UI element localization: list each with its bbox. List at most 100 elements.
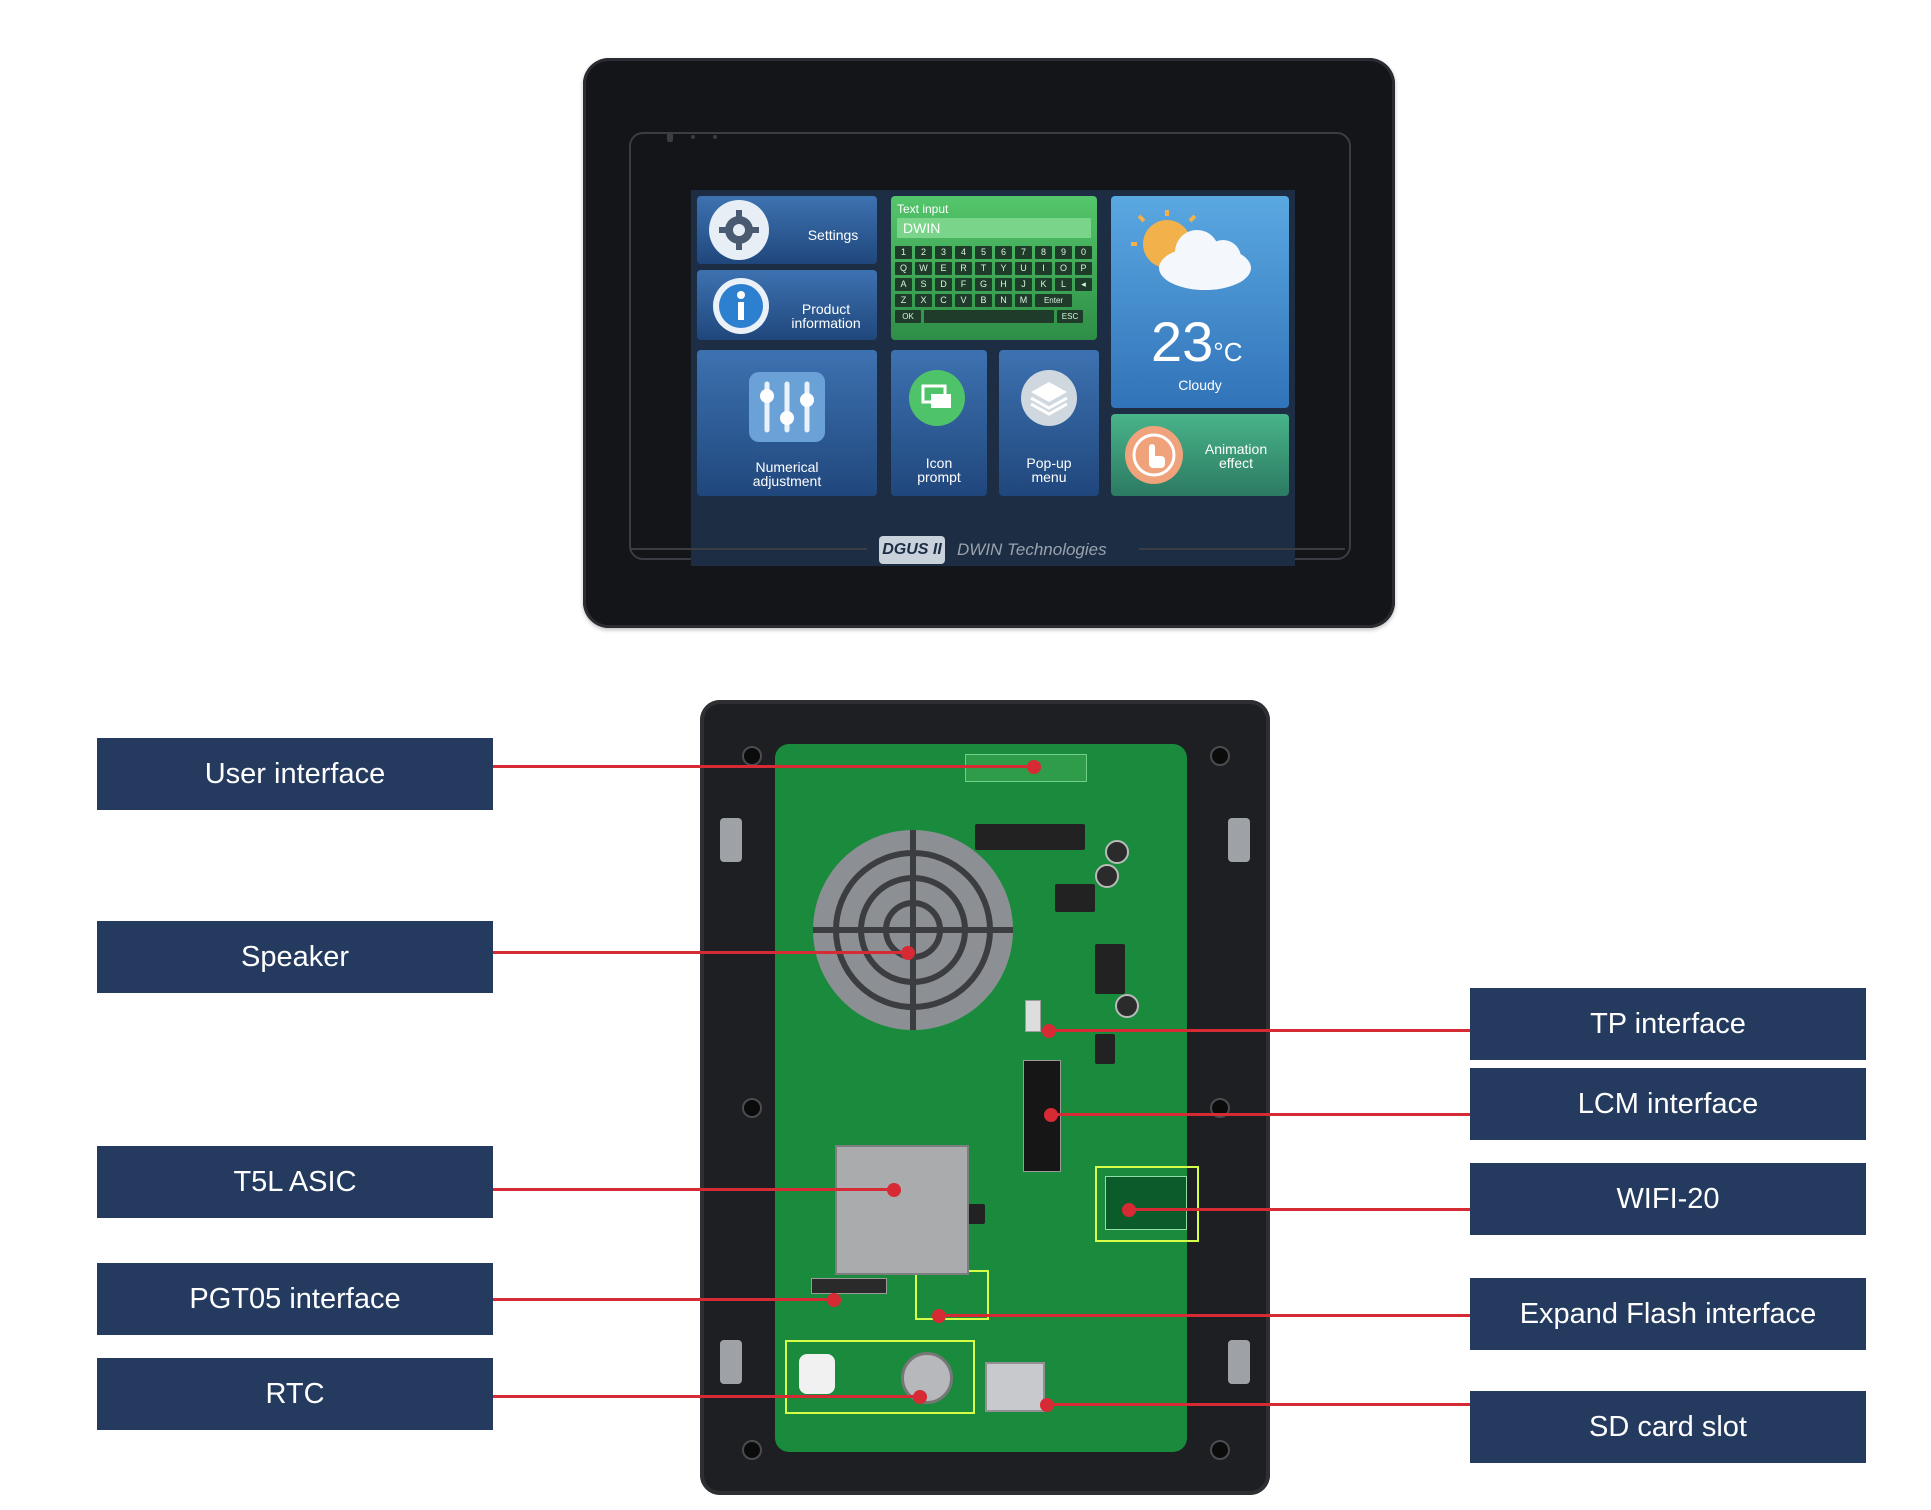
chip <box>965 1204 985 1224</box>
space-key[interactable] <box>924 310 1054 323</box>
key-m[interactable]: M <box>1015 294 1032 307</box>
dot-t5l-asic <box>887 1183 901 1197</box>
label-sd-card-slot: SD card slot <box>1470 1391 1866 1463</box>
key-k[interactable]: K <box>1035 278 1052 291</box>
key-q[interactable]: Q <box>895 262 912 275</box>
leader-speaker <box>493 951 907 954</box>
bezel-underline-left <box>631 548 867 550</box>
key-o[interactable]: O <box>1055 262 1072 275</box>
dot-lcm-interface <box>1044 1108 1058 1122</box>
coin-battery <box>901 1352 953 1404</box>
tp-connector <box>1025 1000 1041 1032</box>
key-d[interactable]: D <box>935 278 952 291</box>
text-input-value: DWIN <box>903 220 941 236</box>
key-b[interactable]: B <box>975 294 992 307</box>
label-t5l-asic: T5L ASIC <box>97 1146 493 1218</box>
backspace-key[interactable]: ◂ <box>1075 278 1092 291</box>
key-h[interactable]: H <box>995 278 1012 291</box>
key-g[interactable]: G <box>975 278 992 291</box>
key-3[interactable]: 3 <box>935 246 952 259</box>
mount-bracket <box>1228 1340 1250 1384</box>
key-u[interactable]: U <box>1015 262 1032 275</box>
battery-connector <box>799 1354 835 1394</box>
leader-expand-flash-interface <box>938 1314 1470 1317</box>
dot-user-interface <box>1027 760 1041 774</box>
capacitor <box>1105 840 1129 864</box>
key-8[interactable]: 8 <box>1035 246 1052 259</box>
animation-effect-tile[interactable]: Animation effect <box>1111 414 1289 496</box>
settings-tile[interactable]: Settings <box>697 196 877 264</box>
label-tp-interface: TP interface <box>1470 988 1866 1060</box>
sun-cloud-icon <box>1131 210 1251 290</box>
key-x[interactable]: X <box>915 294 932 307</box>
key-l[interactable]: L <box>1055 278 1072 291</box>
label-wifi-20: WIFI-20 <box>1470 1163 1866 1235</box>
key-1[interactable]: 1 <box>895 246 912 259</box>
sd-card-slot <box>985 1362 1045 1412</box>
popup-menu-tile[interactable]: Pop-up menu <box>999 350 1099 496</box>
key-s[interactable]: S <box>915 278 932 291</box>
product-info-tile[interactable]: Product information <box>697 270 877 340</box>
key-j[interactable]: J <box>1015 278 1032 291</box>
key-2[interactable]: 2 <box>915 246 932 259</box>
device-back <box>700 700 1270 1495</box>
icon-prompt-tile[interactable]: Icon prompt <box>891 350 987 496</box>
key-7[interactable]: 7 <box>1015 246 1032 259</box>
key-y[interactable]: Y <box>995 262 1012 275</box>
speaker-grill <box>813 830 1013 1030</box>
leader-user-interface <box>493 765 1033 768</box>
side-hole <box>742 1098 762 1118</box>
chip <box>975 824 1085 850</box>
leader-t5l-asic <box>493 1188 893 1191</box>
key-i[interactable]: I <box>1035 262 1052 275</box>
label-rtc: RTC <box>97 1358 493 1430</box>
touch-screen: Settings Product information Text input … <box>691 190 1295 566</box>
key-r[interactable]: R <box>955 262 972 275</box>
pgt05-connector <box>811 1278 887 1294</box>
key-n[interactable]: N <box>995 294 1012 307</box>
weather-tile[interactable]: 23°C Cloudy <box>1111 196 1289 408</box>
dgus-badge: DGUS II <box>879 536 945 564</box>
key-v[interactable]: V <box>955 294 972 307</box>
leader-lcm-interface <box>1050 1113 1470 1116</box>
text-input-field[interactable]: DWIN <box>897 218 1091 238</box>
slider-icon <box>749 372 825 442</box>
mount-bracket <box>720 818 742 862</box>
key-5[interactable]: 5 <box>975 246 992 259</box>
key-4[interactable]: 4 <box>955 246 972 259</box>
key-0[interactable]: 0 <box>1075 246 1092 259</box>
weather-description: Cloudy <box>1178 377 1222 393</box>
numerical-adjustment-label: Numerical adjustment <box>752 459 822 489</box>
rtc-highlight <box>785 1340 975 1414</box>
key-w[interactable]: W <box>915 262 932 275</box>
text-input-title: Text input <box>897 202 949 216</box>
numerical-adjustment-tile[interactable]: Numerical adjustment <box>697 350 877 496</box>
key-c[interactable]: C <box>935 294 952 307</box>
leader-sd-card-slot <box>1046 1403 1470 1406</box>
chip <box>1095 944 1125 994</box>
key-9[interactable]: 9 <box>1055 246 1072 259</box>
chip <box>1055 884 1095 912</box>
weather-unit: °C <box>1213 337 1243 367</box>
label-pgt05-interface: PGT05 interface <box>97 1263 493 1335</box>
key-z[interactable]: Z <box>895 294 912 307</box>
circuit-board <box>775 744 1199 1452</box>
info-icon <box>713 278 769 334</box>
lcm-connector <box>1023 1060 1061 1172</box>
animation-effect-label: Animation effect <box>1204 441 1268 471</box>
esc-key[interactable]: ESC <box>1057 310 1083 323</box>
key-a[interactable]: A <box>895 278 912 291</box>
ok-key[interactable]: OK <box>895 310 921 323</box>
key-6[interactable]: 6 <box>995 246 1012 259</box>
enter-key[interactable]: Enter <box>1035 294 1072 307</box>
key-e[interactable]: E <box>935 262 952 275</box>
corner-hole <box>742 1440 762 1460</box>
key-t[interactable]: T <box>975 262 992 275</box>
key-p[interactable]: P <box>1075 262 1092 275</box>
label-speaker: Speaker <box>97 921 493 993</box>
key-f[interactable]: F <box>955 278 972 291</box>
corner-hole <box>742 746 762 766</box>
